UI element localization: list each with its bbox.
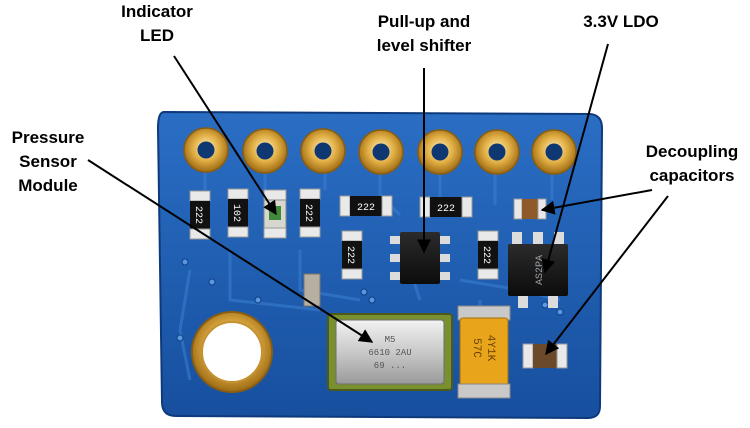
resistor-marking: 222: [437, 204, 455, 215]
callout-arrows: [87, 43, 669, 356]
arrow-pressure-sensor: [87, 159, 374, 343]
label-line: Indicator: [121, 2, 193, 21]
mounting-hole: [191, 311, 273, 393]
label-line: Decoupling: [645, 142, 739, 161]
level-shifter-chip: [390, 232, 450, 284]
resistors-left: 222 102 222 222: [189, 188, 499, 280]
label-pullup-level-shifter: Pull-up and level shifter: [356, 10, 492, 58]
ldo-regulator-chip: AS2PA: [508, 232, 568, 308]
ldo-marking: AS2PA: [535, 255, 546, 285]
resistor-marking: 222: [192, 206, 203, 224]
label-line: LED: [140, 26, 174, 45]
resistor-marking: 222: [344, 246, 355, 264]
cap-marking-line-1: 4Y1K: [484, 335, 496, 362]
resistor-marking: 222: [480, 246, 491, 264]
resistor-marking: 222: [302, 204, 313, 222]
label-line: Pressure: [11, 128, 85, 147]
label-pressure-sensor-module: Pressure Sensor Module: [0, 126, 96, 198]
arrow-indicator-led: [173, 55, 277, 216]
header-pins: [183, 127, 577, 175]
label-ldo: 3.3V LDO: [566, 10, 676, 34]
label-indicator-led: Indicator LED: [104, 0, 210, 48]
capacitor-small: [303, 273, 321, 307]
decoupling-cap-bottom: [522, 343, 568, 369]
sensor-marking-line-1: M5: [385, 335, 396, 345]
label-line: 3.3V LDO: [583, 12, 659, 31]
label-decoupling-capacitors: Decoupling capacitors: [636, 140, 748, 188]
sensor-marking-line-2: 6610 2AU: [368, 348, 411, 358]
arrow-ldo: [541, 43, 609, 274]
decoupling-cap-top: [513, 198, 547, 220]
arrow-decoupling-bottom: [545, 195, 669, 356]
label-line: level shifter: [376, 36, 472, 55]
tantalum-capacitor: 4Y1K 57C: [457, 305, 511, 399]
arrow-decoupling-top: [540, 189, 653, 215]
label-line: Sensor: [19, 152, 77, 171]
resistor-marking: 102: [230, 204, 241, 222]
resistor-marking: 222: [357, 203, 375, 214]
label-line: Pull-up and: [377, 12, 471, 31]
cap-marking-line-2: 57C: [470, 338, 482, 358]
label-line: capacitors: [649, 166, 735, 185]
sensor-marking-line-3: 69 ...: [374, 361, 406, 371]
label-line: Module: [18, 176, 78, 195]
